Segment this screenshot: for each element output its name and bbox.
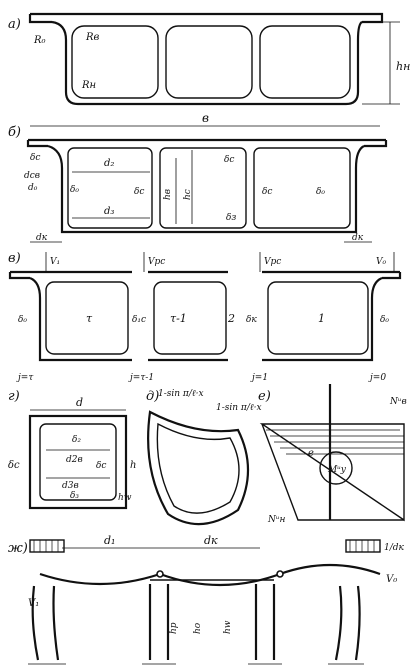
panel-v-v-left: V₁	[50, 257, 60, 267]
panel-b-label-hc: hс	[183, 189, 193, 200]
panel-b-label-slab-right: δс	[224, 155, 234, 165]
panel-v-wall-left: δ₀	[18, 315, 27, 325]
panel-zh-label-load: 1/dк	[384, 543, 405, 553]
panel-b-label-dsc: dсв	[24, 171, 40, 181]
panel-v-wall-k: δк	[246, 315, 257, 325]
panel-g-label-delta-c-left: δс	[8, 460, 20, 471]
panel-v-cell-mid: τ-1	[170, 312, 187, 325]
panel-d-formula-right: 1-sin π/ℓ·x	[216, 403, 262, 413]
panel-v-j-0: j=0	[368, 373, 386, 383]
panel-b-label-width: в	[202, 111, 209, 125]
panel-zh-label-d1: d₁	[104, 534, 115, 547]
panel-zh-label-dk: dк	[204, 534, 218, 547]
panel-e-label-m: Mᵘу	[327, 465, 347, 475]
panel-b-label-d0: d₀	[28, 183, 38, 193]
panel-zh-label-v0: V₀	[386, 574, 397, 585]
panel-g-label-delta-c-right: δс	[96, 461, 106, 471]
panel-b-label-wall-inner: δс	[134, 187, 144, 197]
panel-v-v-right: V₀	[376, 257, 386, 267]
panel-e-tag: е)	[258, 389, 271, 404]
panel-b-label-left-base: dк	[36, 233, 48, 243]
panel-v-cell-left: τ	[86, 312, 93, 325]
panel-d-deformed-cell: д) 1-sin π/ℓ·x 1-sin π/ℓ·x	[146, 389, 262, 526]
panel-zh-label-hp: hр	[169, 622, 179, 634]
panel-a-box-section: а) hн R₀ Rв Rн	[8, 12, 410, 106]
panel-e-label-n-bottom: Nᵘн	[267, 515, 285, 525]
panel-b-label-wall-outer: δ₀	[70, 185, 79, 195]
panel-d-tag: д)	[146, 389, 159, 404]
panel-a-tag: а)	[8, 17, 21, 32]
panel-v-v-mid: Vрс	[148, 257, 165, 267]
panel-v-j-1: j=1	[250, 373, 268, 383]
panel-v-j-left: j=τ	[16, 373, 34, 383]
panel-zh-label-ho: hо	[193, 622, 203, 634]
panel-b-label-d3: d₃	[104, 206, 114, 217]
panel-e-label-n-top: Nᵘв	[389, 397, 407, 407]
panel-g-label-d: d	[76, 396, 83, 409]
panel-b-label-right-base: dк	[352, 233, 364, 243]
panel-a-label-rv: Rв	[85, 32, 100, 43]
panel-g-cell-detail: г) d δс δ₂ d2в δс d3в δ₃ h hw	[8, 389, 136, 510]
panel-zh-label-hw: hw	[223, 620, 233, 634]
panel-b-label-d2: d₂	[104, 158, 114, 169]
panel-a-label-rn: Rн	[81, 80, 96, 91]
panel-zh-label-v1: V₁	[28, 598, 39, 609]
panel-a-label-height: hн	[396, 60, 410, 73]
panel-d-formula-left: 1-sin π/ℓ·x	[158, 389, 204, 399]
panel-zh-tag: ж)	[8, 541, 28, 556]
panel-v-tag: в)	[8, 251, 21, 266]
panel-v-wall-right: δ₀	[380, 315, 389, 325]
panel-b-label-he: hв	[163, 189, 173, 200]
panel-a-label-r0: R₀	[33, 35, 46, 46]
panel-g-label-delta-top: δ₂	[72, 435, 81, 445]
panel-v-v-mid-right: Vрс	[264, 257, 281, 267]
panel-e-label-e: e	[308, 448, 314, 459]
panel-b-label-wall-outer-right: δ₀	[316, 187, 325, 197]
panel-zh-frame: ж) d₁ dк 1/dк V₁ V₀ hр hо hw	[8, 534, 405, 665]
panel-g-label-hw: hw	[118, 493, 132, 503]
panel-b-label-wall-inner-right: δс	[262, 187, 272, 197]
panel-e-interaction-diagram: е) Nᵘв e Mᵘу Nᵘн	[258, 384, 407, 525]
panel-g-label-d2: d2в	[66, 455, 83, 465]
panel-b-label-slab-top: δс	[30, 153, 40, 163]
panel-b-tag: б)	[8, 125, 21, 140]
panel-v-cell-1: 1	[318, 312, 325, 325]
panel-g-label-d3: d3в	[62, 481, 79, 491]
panel-v-cell-2: 2	[227, 312, 235, 325]
panel-g-tag: г)	[8, 389, 20, 404]
panel-v-cells: в) V₁ Vрс Vрс V₀ τ τ-1 2 1 δ₀ δ₁с δк δ₀ …	[8, 251, 402, 383]
panel-g-label-h: h	[130, 460, 136, 471]
panel-b-label-slab-bottom: δз	[226, 213, 236, 223]
panel-v-j-mid: j=τ-1	[128, 373, 154, 383]
panel-v-wall-mid: δ₁с	[132, 315, 146, 325]
panel-b-section-dims: б) в δс dсв d₀ δ₀ d₂ d₃ δс hв hс δс δз δ…	[8, 111, 388, 243]
panel-g-label-delta-bottom: δ₃	[70, 491, 79, 501]
